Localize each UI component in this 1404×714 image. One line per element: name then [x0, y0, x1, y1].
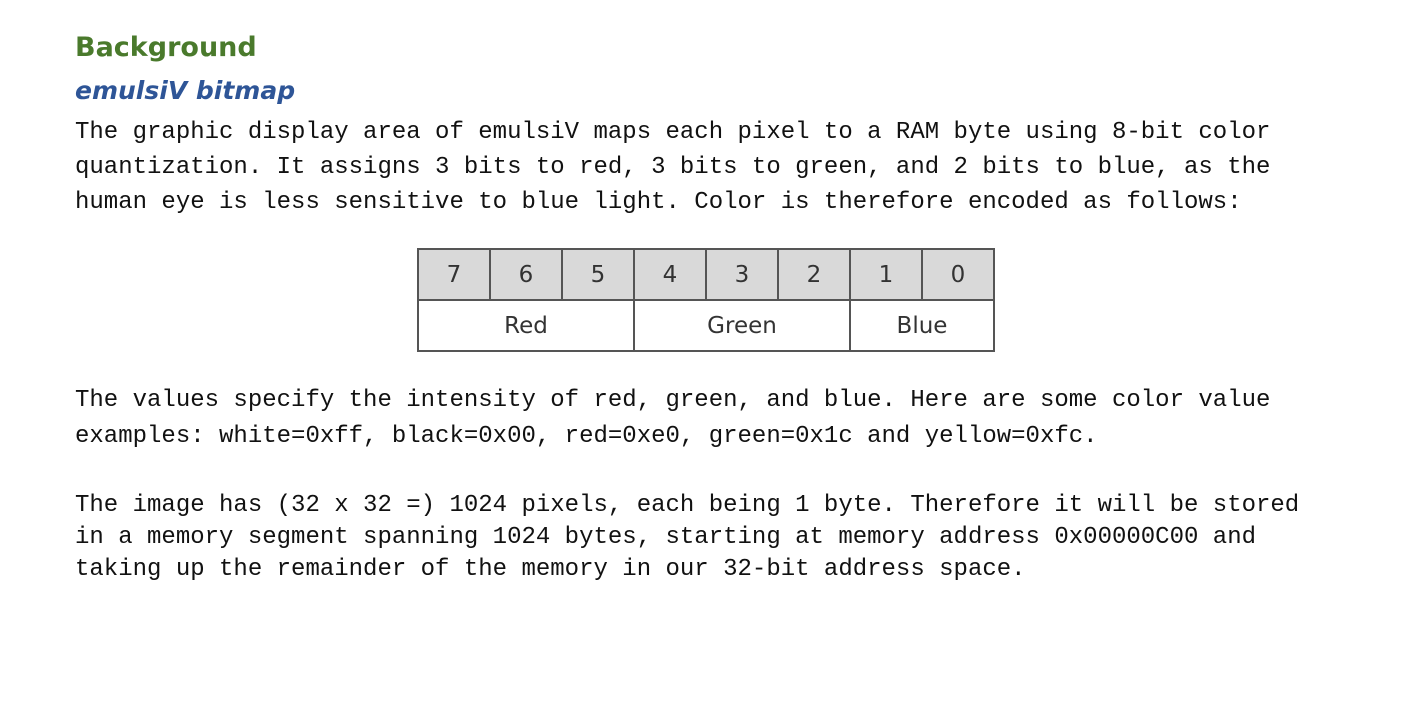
bit-layout-table: 7 6 5 4 3 2 1 0 Red Green Blue — [417, 248, 995, 352]
field-green: Green — [633, 299, 851, 352]
paragraph-intro: The graphic display area of emulsiV maps… — [75, 119, 1271, 216]
paragraph-memory: The image has (32 x 32 =) 1024 pixels, e… — [75, 492, 1300, 583]
bit-cell: 6 — [489, 248, 563, 301]
section-heading: Background — [75, 32, 257, 63]
paragraph-color-examples: The values specify the intensity of red,… — [75, 387, 1271, 450]
field-red: Red — [417, 299, 635, 352]
subsection-heading: emulsiV bitmap — [75, 76, 296, 105]
field-row: Red Green Blue — [417, 299, 995, 352]
bit-cell: 2 — [777, 248, 851, 301]
bit-cell: 7 — [417, 248, 491, 301]
bit-cell: 5 — [561, 248, 635, 301]
bit-cell: 3 — [705, 248, 779, 301]
bit-cell: 1 — [849, 248, 923, 301]
field-blue: Blue — [849, 299, 995, 352]
bit-number-row: 7 6 5 4 3 2 1 0 — [417, 248, 995, 301]
bit-cell: 4 — [633, 248, 707, 301]
bit-cell: 0 — [921, 248, 995, 301]
